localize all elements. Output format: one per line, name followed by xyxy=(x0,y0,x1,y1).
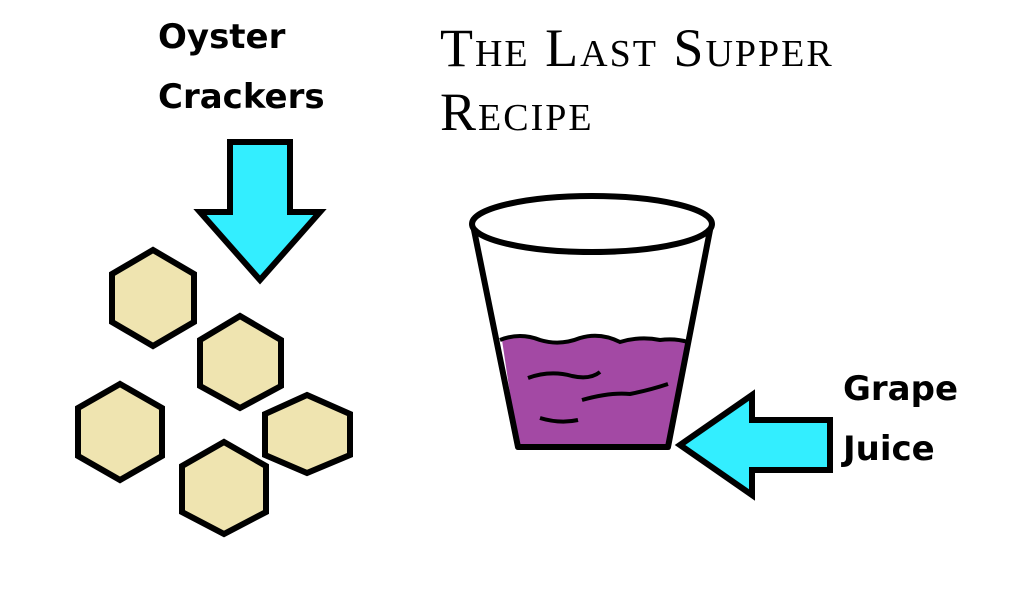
juice-label-line2: Juice xyxy=(841,429,935,469)
crackers-label-line1: Oyster xyxy=(158,17,286,57)
juice-label-line1: Grape xyxy=(843,369,958,409)
cracker-icon xyxy=(179,438,269,538)
cracker-icon xyxy=(109,246,197,350)
crackers-label-line2: Crackers xyxy=(158,77,325,117)
left-arrow-icon xyxy=(674,389,833,501)
cracker-icon xyxy=(262,391,353,477)
crackers xyxy=(75,246,353,538)
title-line2: Recipe xyxy=(440,82,594,142)
cup-icon xyxy=(469,193,715,450)
title-line1: The Last Supper xyxy=(440,18,834,78)
down-arrow-icon xyxy=(193,139,327,285)
cracker-icon xyxy=(197,312,284,412)
cracker-icon xyxy=(75,380,165,484)
